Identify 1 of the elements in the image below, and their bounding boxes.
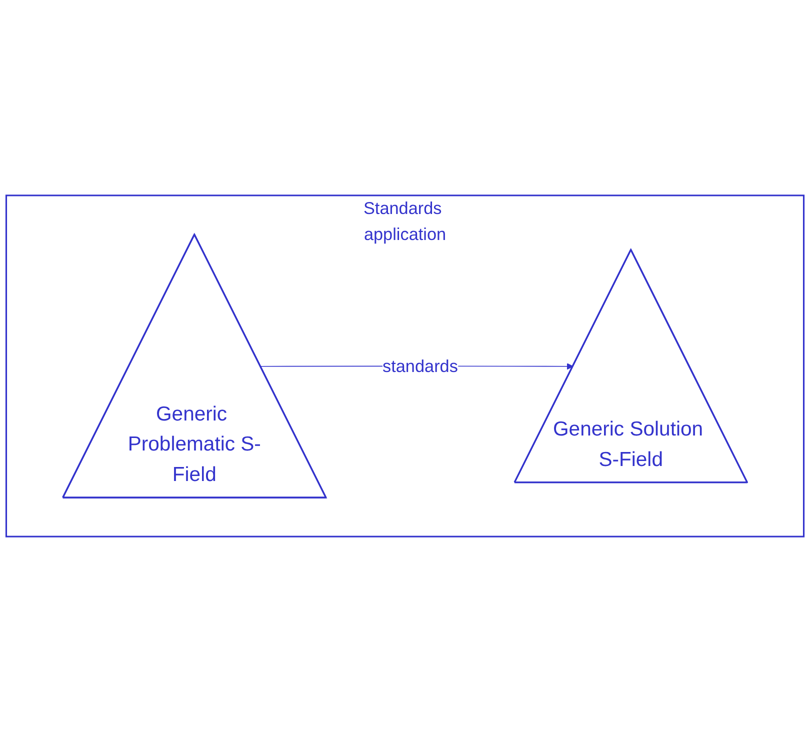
edge-label: standards bbox=[382, 356, 458, 376]
